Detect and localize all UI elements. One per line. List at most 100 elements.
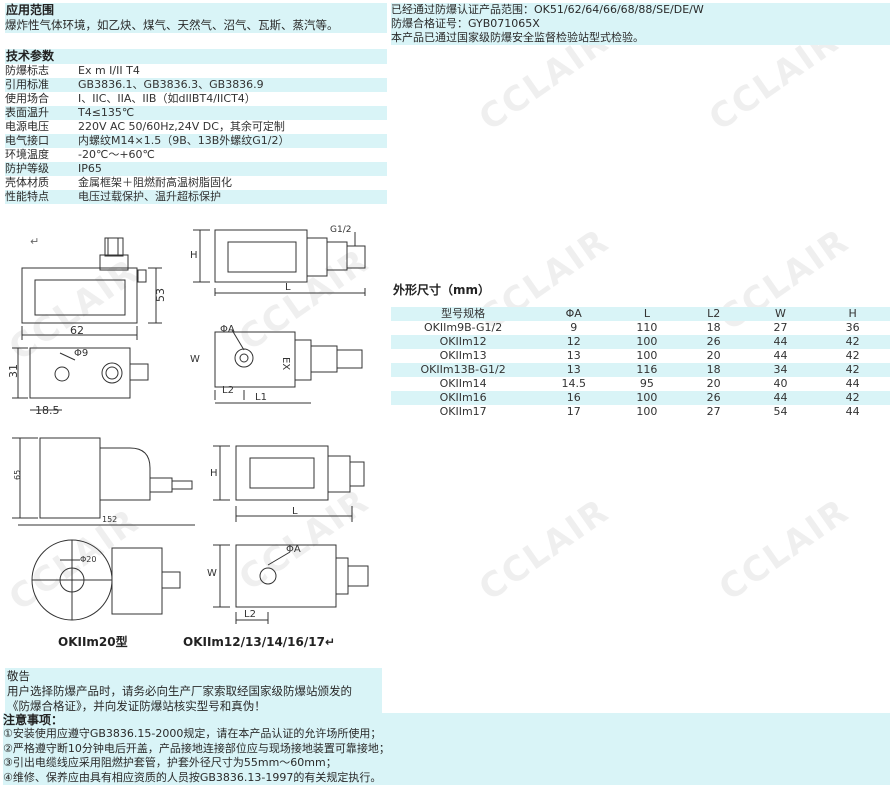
notice-line: 《防爆合格证》，并向发证防爆站核实型号和真伪！ [7, 699, 266, 713]
attention-line: ③引出电缆线应采用阻燃护套管，护套外径尺寸为55mm～60mm； [3, 756, 337, 769]
cell-h: 42 [815, 335, 890, 349]
cell-w: 34 [745, 363, 816, 377]
drawing-mark: ↵ [30, 235, 39, 248]
spec-row: 壳体材质金属框架＋阻燃耐高温树脂固化 [5, 176, 387, 190]
cell-model: OKIIm16 [391, 391, 536, 405]
cell-l2: 27 [706, 405, 721, 418]
spec-value: T4≤135℃ [78, 106, 135, 119]
attention-line: ②严格遵守断10分钟电后开盖，产品接地连接部位应与现场接地装置可靠接地； [3, 741, 390, 755]
drawing-okm12-side: H L [210, 445, 365, 522]
dim-62: 62 [70, 324, 84, 337]
dim-phi9: Φ9 [74, 348, 88, 359]
drawing-okm20-large: 65 152 [12, 437, 195, 526]
spec-key: 性能特点 [5, 190, 49, 203]
table-header-row: 型号规格 ΦA L L2 W H [391, 307, 890, 321]
cell-l: 95 [639, 377, 654, 390]
notice-title: 敬告 [7, 669, 30, 683]
certification-section: 已经通过防爆认证产品范围：OK51/62/64/66/68/88/SE/DE/W… [391, 3, 890, 45]
cell-h: 42 [815, 391, 890, 405]
cell-phia: 16 [535, 391, 613, 405]
certification-line: 防爆合格证号：GYB071065X [391, 17, 540, 30]
application-section: 应用范围 爆炸性气体环境，如乙炔、煤气、天然气、沼气、瓦斯、蒸汽等。 [5, 3, 387, 33]
col-header-l2: L2 [681, 307, 746, 321]
dim-31: 31 [7, 364, 20, 378]
dim-l2-top: L2 [222, 385, 234, 396]
cell-h: 42 [815, 363, 890, 377]
cell-l2: 26 [681, 335, 746, 349]
spec-value: GB3836.1、GB3836.3、GB3836.9 [78, 78, 264, 91]
spec-value: 电压过载保护、温升超标保护 [78, 190, 221, 203]
spec-row: 引用标准 GB3836.1、GB3836.3、GB3836.9 [5, 78, 387, 92]
spec-key: 电气接口 [5, 134, 49, 147]
caption-okm20: OKIIm20型 [58, 634, 128, 649]
cell-l: 100 [636, 405, 658, 418]
cell-l2: 18 [706, 321, 721, 334]
cell-w: 44 [773, 349, 788, 362]
cell-w: 44 [745, 335, 816, 349]
cell-l: 116 [612, 363, 682, 377]
cell-h: 44 [845, 377, 860, 390]
spec-key: 环境温度 [5, 148, 49, 161]
dim-65: 65 [13, 470, 22, 480]
cell-phia: 17 [566, 405, 581, 418]
dim-w-top: W [190, 354, 200, 365]
cell-model: OKIIm13 [439, 349, 487, 362]
spec-key: 电源电压 [5, 120, 49, 133]
spec-key: 使用场合 [5, 92, 49, 105]
attention-line: ④维修、保养应由具有相应资质的人员按GB3836.13-1997的有关规定执行。 [3, 770, 382, 784]
cell-phia: 13 [566, 349, 581, 362]
ex-mark: EX [280, 357, 291, 370]
dimensions-title: 外形尺寸（mm） [393, 283, 491, 297]
drawing-okm9b-bottom: ΦA EX W L2 L1 [190, 324, 363, 404]
spec-value: IP65 [78, 162, 102, 175]
cell-l: 100 [636, 349, 658, 362]
cell-l2: 26 [681, 391, 746, 405]
dim-18-5: 18.5 [35, 404, 60, 417]
technical-drawings: ↵ 62 53 Φ9 31 18.5 [7, 225, 369, 649]
col-header-model: 型号规格 [391, 307, 536, 321]
spec-row: 性能特点 电压过载保护、温升超标保护 [5, 190, 387, 204]
col-header-phia: ΦA [535, 307, 613, 321]
cell-phia: 13 [535, 363, 613, 377]
watermark: CCLAIR [471, 490, 617, 610]
application-text: 爆炸性气体环境，如乙炔、煤气、天然气、沼气、瓦斯、蒸汽等。 [5, 18, 339, 32]
dim-phi20: Φ20 [80, 555, 96, 564]
cell-l: 100 [612, 335, 682, 349]
drawing-okm12-front: ΦA W L2 [207, 544, 369, 624]
spec-row: 环境温度-20℃～+60℃ [5, 148, 387, 162]
cell-model: OKIIm13B-G1/2 [391, 363, 536, 377]
spec-key: 引用标准 [5, 78, 49, 91]
certification-line: 本产品已通过国家级防爆安全监督检验站型式检验。 [391, 31, 644, 44]
cell-l2: 18 [681, 363, 746, 377]
cell-l: 100 [612, 391, 682, 405]
dim-w-bottom: W [207, 568, 217, 579]
cell-w: 27 [773, 321, 788, 334]
dim-h-top: H [190, 250, 198, 261]
spec-row: 电气接口内螺纹M14×1.5（9B、13B外螺纹G1/2） [5, 134, 387, 148]
cell-h: 36 [845, 321, 860, 334]
dim-53: 53 [154, 288, 167, 302]
attention-title: 注意事项： [3, 713, 64, 727]
dim-phia-top: ΦA [220, 324, 235, 335]
cell-phia: 12 [535, 335, 613, 349]
cell-phia: 14.5 [561, 377, 586, 390]
dim-l-bottom: L [292, 506, 298, 517]
dim-g12: G1/2 [330, 225, 351, 235]
cell-model: OKIIm12 [391, 335, 536, 349]
dim-phia-bottom: ΦA [286, 544, 301, 555]
spec-value: I、IIC、IIA、IIB（如dIIBT4/IICT4） [78, 92, 256, 105]
col-header-h: H [815, 307, 890, 321]
dim-152: 152 [102, 515, 117, 524]
dim-h-bottom: H [210, 468, 218, 479]
col-header-l: L [612, 307, 682, 321]
cell-w: 44 [745, 391, 816, 405]
drawing-okm9b-side: G1/2 H L [190, 225, 366, 296]
